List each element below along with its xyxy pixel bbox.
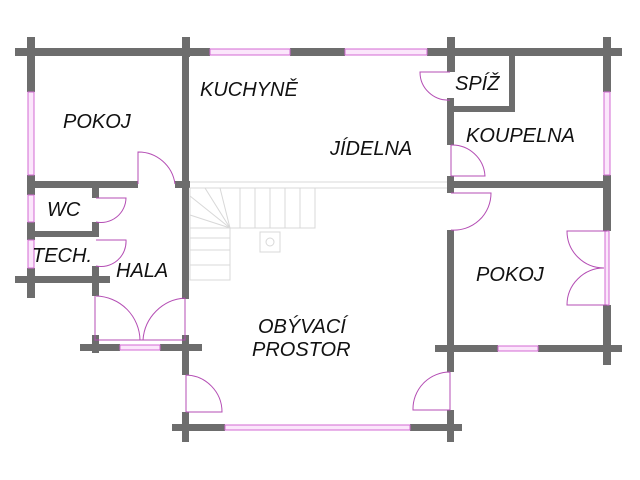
- chimney: [259, 231, 281, 253]
- room-label-hala: HALA: [116, 260, 169, 282]
- walls: [15, 37, 622, 442]
- doors: [94, 71, 607, 413]
- room-label-tech: TECH.: [32, 245, 92, 267]
- room-label-spiz: SPÍŽ: [455, 73, 500, 95]
- room-label-prostor: PROSTOR: [252, 339, 351, 361]
- room-label-pokoj-right: POKOJ: [476, 264, 544, 286]
- room-label-kuchyne: KUCHYNĚ: [200, 79, 298, 101]
- stairs: [189, 181, 447, 281]
- room-label-jidelna: JÍDELNA: [330, 138, 413, 160]
- room-label-wc: WC: [47, 199, 81, 221]
- room-label-koupelna: KOUPELNA: [466, 125, 575, 147]
- windows: [27, 48, 611, 431]
- room-label-obyvaci: OBÝVACÍ: [258, 316, 346, 338]
- room-label-pokoj-left: POKOJ: [63, 111, 131, 133]
